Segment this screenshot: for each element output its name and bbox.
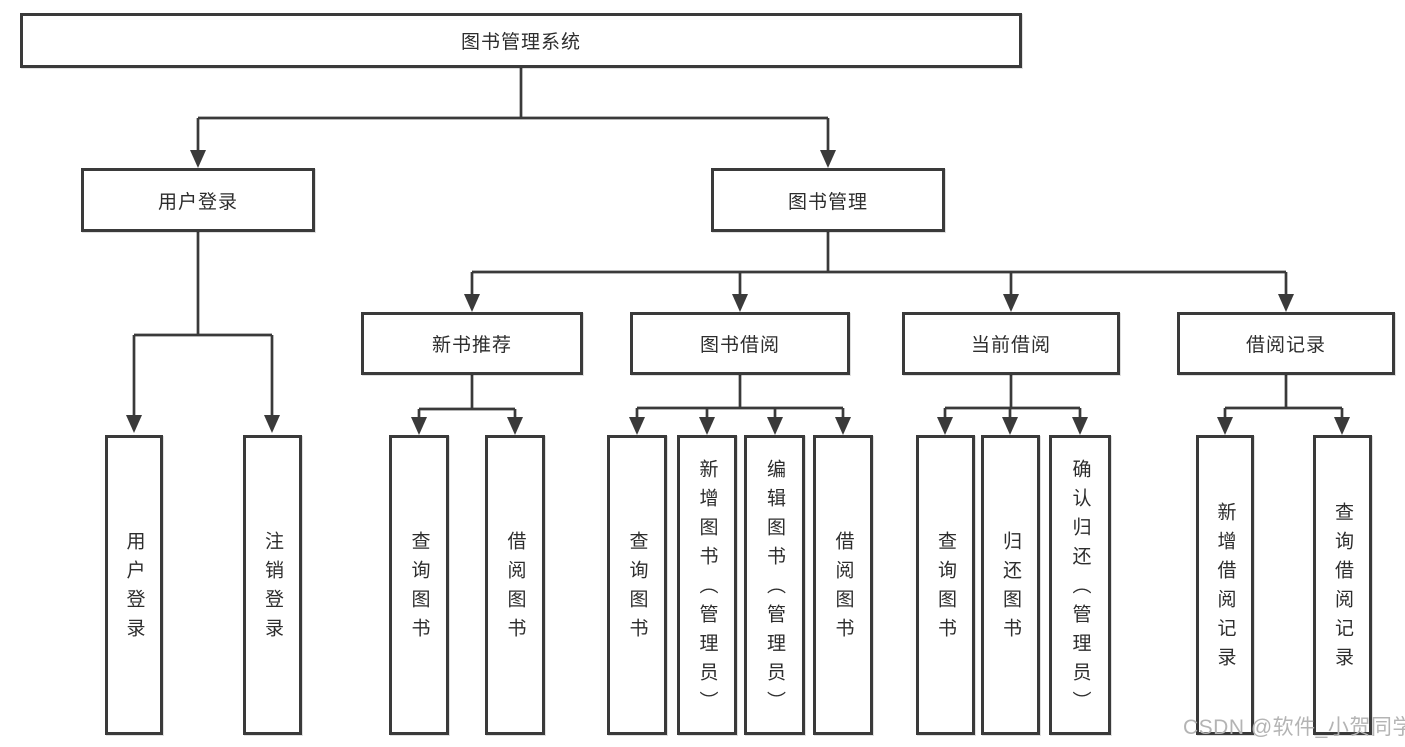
node-book-borrowing: 图书借阅 [630,312,850,375]
leaf-query-books-1: 查询图书 [389,435,449,735]
leaf-logout: 注销登录 [243,435,302,735]
leaf-confirm-return-admin: 确认归还（管理员） [1049,435,1111,735]
leaf-borrow-books-1: 借阅图书 [485,435,545,735]
leaf-query-borrow-record: 查询借阅记录 [1313,435,1372,735]
csdn-watermark: CSDN @软件_小贺同学 [1183,716,1405,739]
edges-book-borrowing [635,375,845,423]
edges-book-management [470,232,1288,300]
leaf-add-borrow-record: 新增借阅记录 [1196,435,1254,735]
leaf-query-books-3: 查询图书 [916,435,975,735]
node-book-management-system: 图书管理系统 [20,13,1022,68]
edges-borrowing-records [1223,375,1344,423]
leaf-add-books-admin: 新增图书（管理员） [677,435,737,735]
edges-root [196,68,830,156]
node-book-management: 图书管理 [711,168,945,232]
arrowheads [126,150,1350,435]
leaf-edit-books-admin: 编辑图书（管理员） [744,435,805,735]
node-current-borrowing: 当前借阅 [902,312,1120,375]
leaf-borrow-books-2: 借阅图书 [813,435,873,735]
node-new-book-recommendation: 新书推荐 [361,312,583,375]
edges-user-login [132,232,274,421]
leaf-query-books-2: 查询图书 [607,435,667,735]
leaf-return-books: 归还图书 [981,435,1040,735]
edges-current-borrowing [943,375,1082,423]
leaf-user-login: 用户登录 [105,435,163,735]
node-user-login: 用户登录 [81,168,315,232]
edges-new-book-recommendation [417,375,517,423]
node-borrowing-records: 借阅记录 [1177,312,1395,375]
